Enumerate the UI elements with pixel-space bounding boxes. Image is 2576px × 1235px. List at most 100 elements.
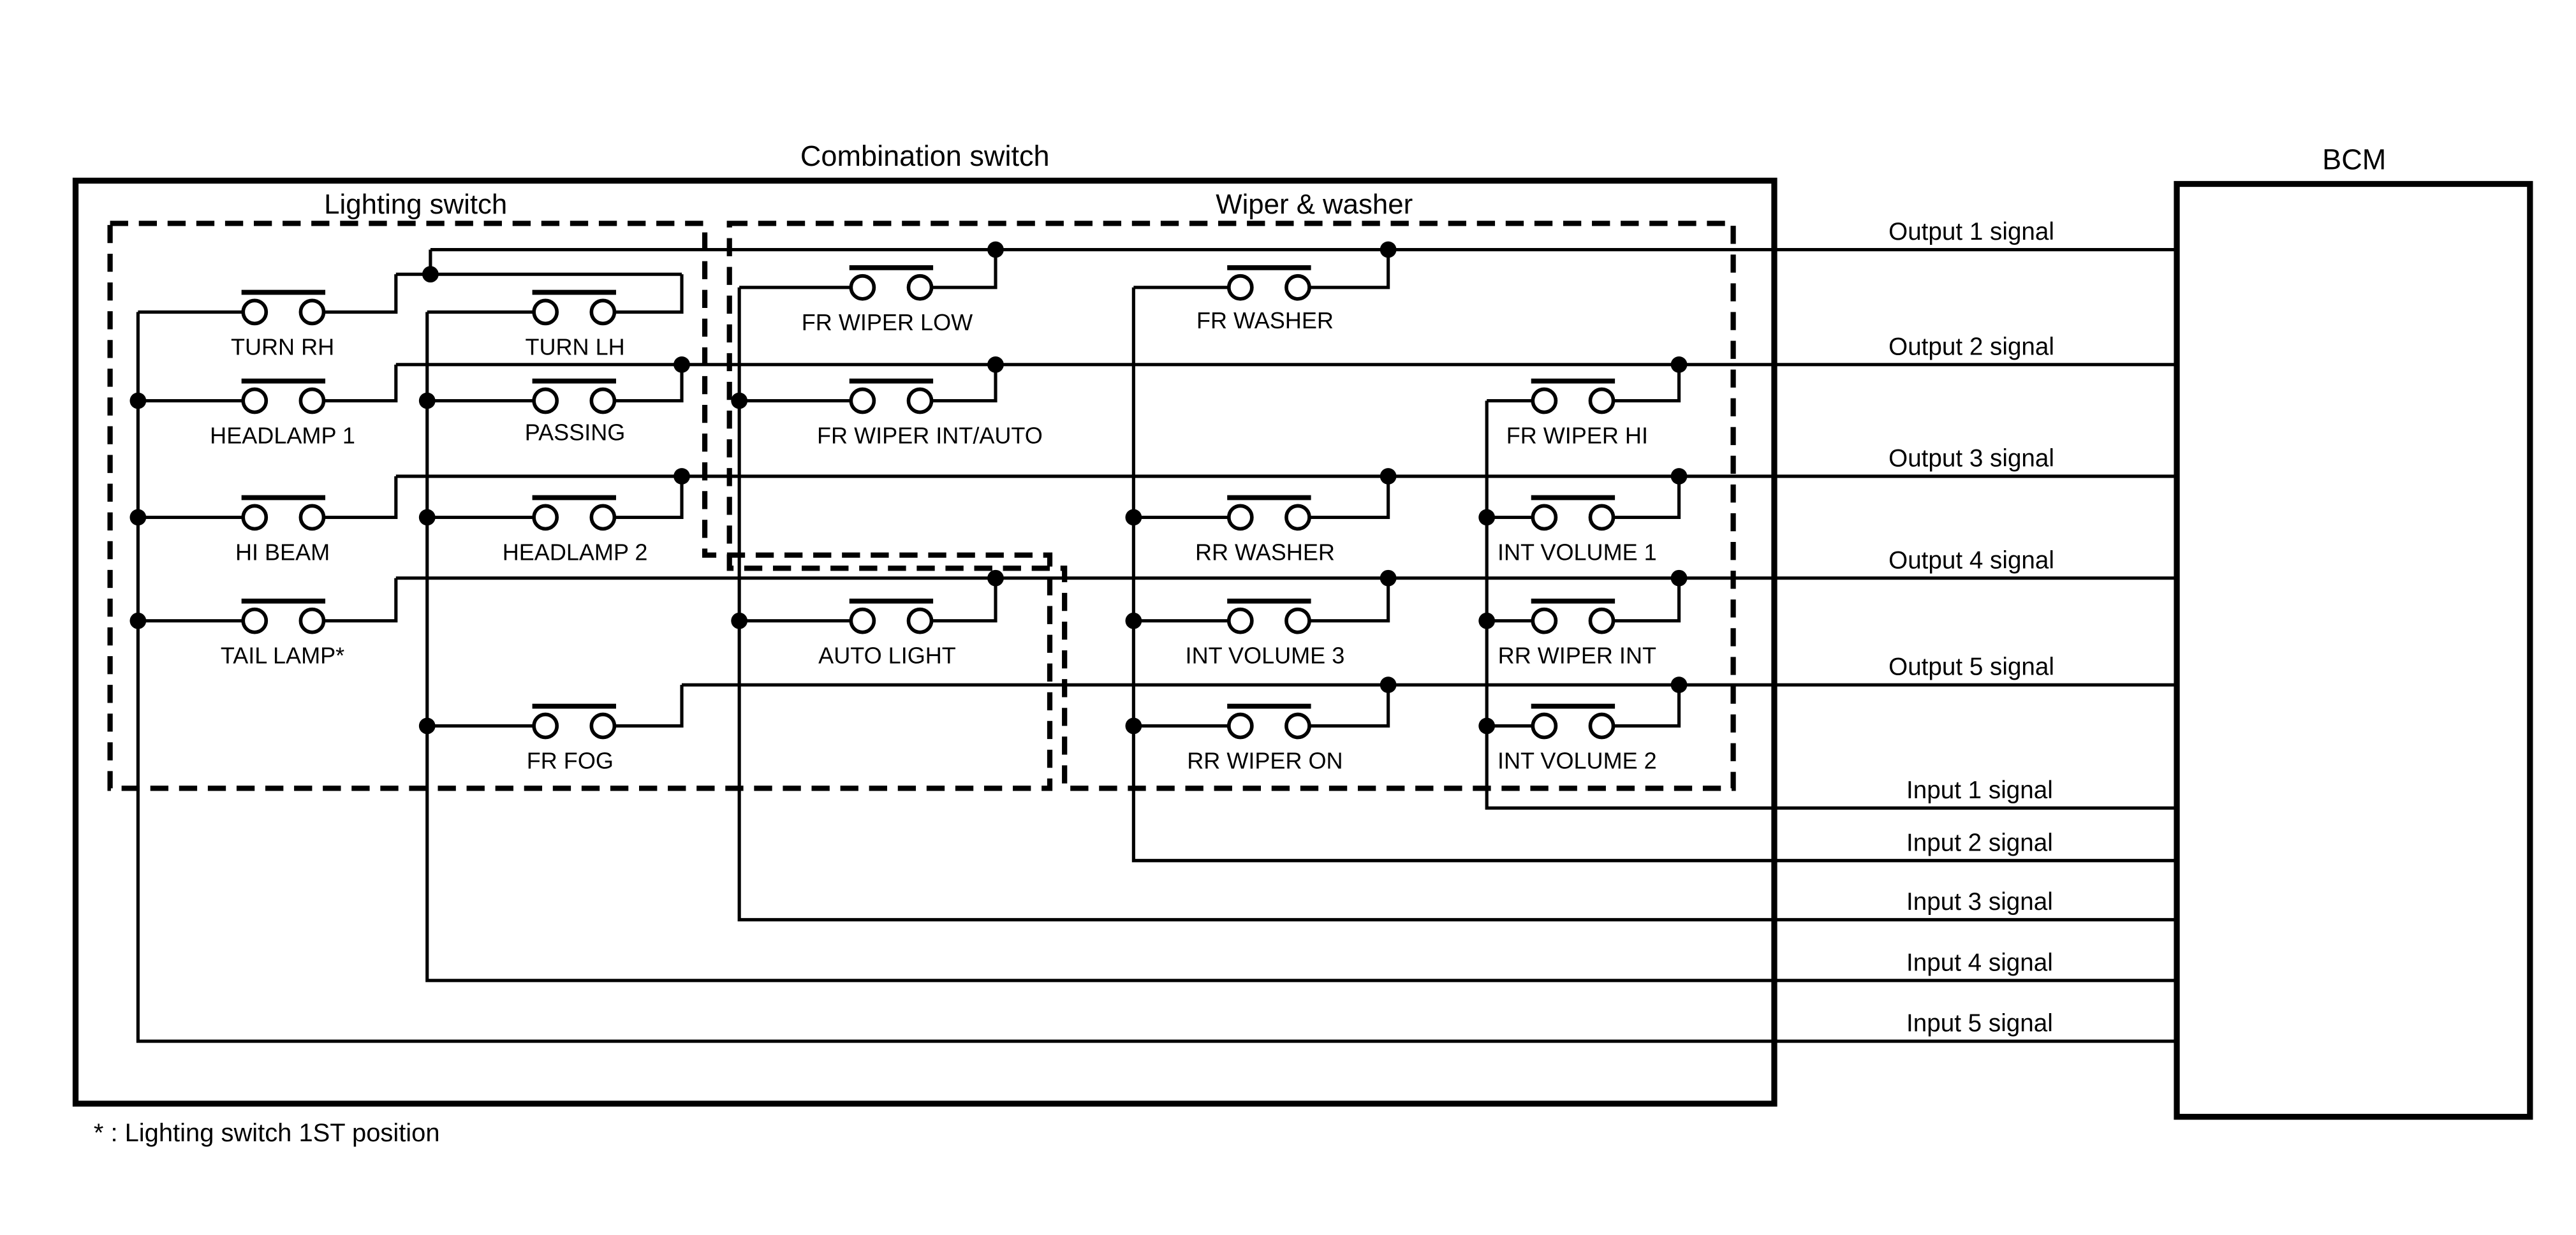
junction-dot [673,356,690,373]
lead-hi-beam [138,476,398,519]
switch-tail-lamp [241,598,326,634]
switch-rr-wiper-int [1531,598,1616,634]
int-volume-1-label: INT VOLUME 1 [1498,539,1657,565]
switch-int-volume-3 [1226,598,1311,634]
fr-wiper-low-label: FR WIPER LOW [802,309,973,335]
junction-dot [731,392,748,409]
junction-dot [987,569,1004,587]
fr-wiper-int-auto-label: FR WIPER INT/AUTO [817,422,1043,448]
lead-rr-washer [1133,476,1390,519]
input-2-label: Input 2 signal [1906,829,2053,856]
junction-dot [1670,676,1688,694]
junction-dot [731,612,748,629]
junction-dot [987,241,1004,258]
wiper-washer-group-label: Wiper & washer [1216,189,1413,220]
junction-dot [418,509,436,526]
junction-dot [422,266,439,283]
switch-passing [532,378,617,414]
junction-dot [1478,612,1496,629]
page-title: Combination switch [800,140,1050,172]
switch-fr-washer [1226,265,1311,301]
junction-dot [1380,241,1397,258]
junction-dot [1670,356,1688,373]
junction-dot [1125,717,1142,734]
junction-dots [129,241,1688,734]
switch-hi-beam [241,495,326,531]
junction-dot [418,392,436,409]
headlamp-1-label: HEADLAMP 1 [210,422,355,448]
lead-headlamp-2 [427,476,684,519]
int-volume-3-label: INT VOLUME 3 [1186,643,1345,669]
junction-dot [1125,509,1142,526]
input-5-label: Input 5 signal [1906,1010,2053,1037]
fr-washer-label: FR WASHER [1196,307,1334,333]
switch-int-volume-2 [1531,703,1616,740]
junction-dot [1380,468,1397,485]
wire-input-5-bus [136,312,2177,1043]
lead-tail-lamp [138,578,398,623]
bcm-label: BCM [2322,143,2386,175]
combination-switch-box [72,177,1777,1107]
junction-dot [1670,468,1688,485]
output-4-label: Output 4 signal [1888,546,2054,574]
lead-rr-wiper-on [1133,685,1390,728]
turn-rh-label: TURN RH [231,333,334,360]
junction-dot [1670,569,1688,587]
wire-input-1-bus [1485,400,2177,810]
rr-wiper-int-label: RR WIPER INT [1498,643,1656,669]
output-5-label: Output 5 signal [1888,654,2054,681]
junction-dot [987,356,1004,373]
switch-rr-washer [1226,495,1311,531]
switch-rr-wiper-on [1226,703,1311,740]
footnote: * : Lighting switch 1ST position [94,1119,440,1147]
lead-fr-wiper-low [739,249,997,289]
wiper-washer-dashed-box [726,221,1736,791]
output-3-label: Output 3 signal [1888,445,2054,472]
lighting-switch-group-label: Lighting switch [324,189,507,220]
wire-input-2-bus [1131,287,2177,863]
bcm-box [2174,180,2533,1120]
switch-fr-wiper-int-auto [849,378,934,414]
switch-turn-lh [532,289,617,326]
passing-label: PASSING [525,419,626,445]
output-2-label: Output 2 signal [1888,333,2054,360]
junction-dot [1478,509,1496,526]
wire-input-4-bus [425,312,2177,983]
lead-passing [427,364,684,403]
input-4-label: Input 4 signal [1906,949,2053,976]
junction-dot [129,612,147,629]
junction-dot [1380,569,1397,587]
wire-input-3-bus [737,287,2177,922]
hi-beam-label: HI BEAM [235,539,330,565]
input-3-label: Input 3 signal [1906,888,2053,916]
tail-lamp-label: TAIL LAMP* [221,643,344,669]
lead-fr-washer [1133,249,1390,289]
rr-washer-label: RR WASHER [1195,539,1335,565]
switch-fr-wiper-low [849,265,934,301]
auto-light-label: AUTO LIGHT [818,643,956,669]
lead-fr-wiper-hi [1487,364,1681,403]
switch-int-volume-1 [1531,495,1616,531]
junction-dot [129,509,147,526]
junction-dot [129,392,147,409]
junction-dot [418,717,436,734]
rr-wiper-on-label: RR WIPER ON [1187,748,1343,774]
lead-fr-wiper-int-auto [739,364,997,403]
junction-dot [1380,676,1397,694]
int-volume-2-label: INT VOLUME 2 [1498,748,1657,774]
junction-dot [1478,717,1496,734]
lead-int-volume-3 [1133,578,1390,623]
fr-fog-label: FR FOG [527,748,614,774]
junction-dot [1125,612,1142,629]
switch-headlamp-1 [241,378,326,414]
headlamp-2-label: HEADLAMP 2 [503,539,648,565]
lead-fr-fog [427,685,684,728]
lighting-switch-dashed-box [107,221,1053,791]
switch-fr-wiper-hi [1531,378,1616,414]
junction-dot [673,468,690,485]
switch-headlamp-2 [532,495,617,531]
lead-headlamp-1 [138,364,398,403]
fr-wiper-hi-label: FR WIPER HI [1506,422,1648,448]
output-1-label: Output 1 signal [1888,218,2054,245]
